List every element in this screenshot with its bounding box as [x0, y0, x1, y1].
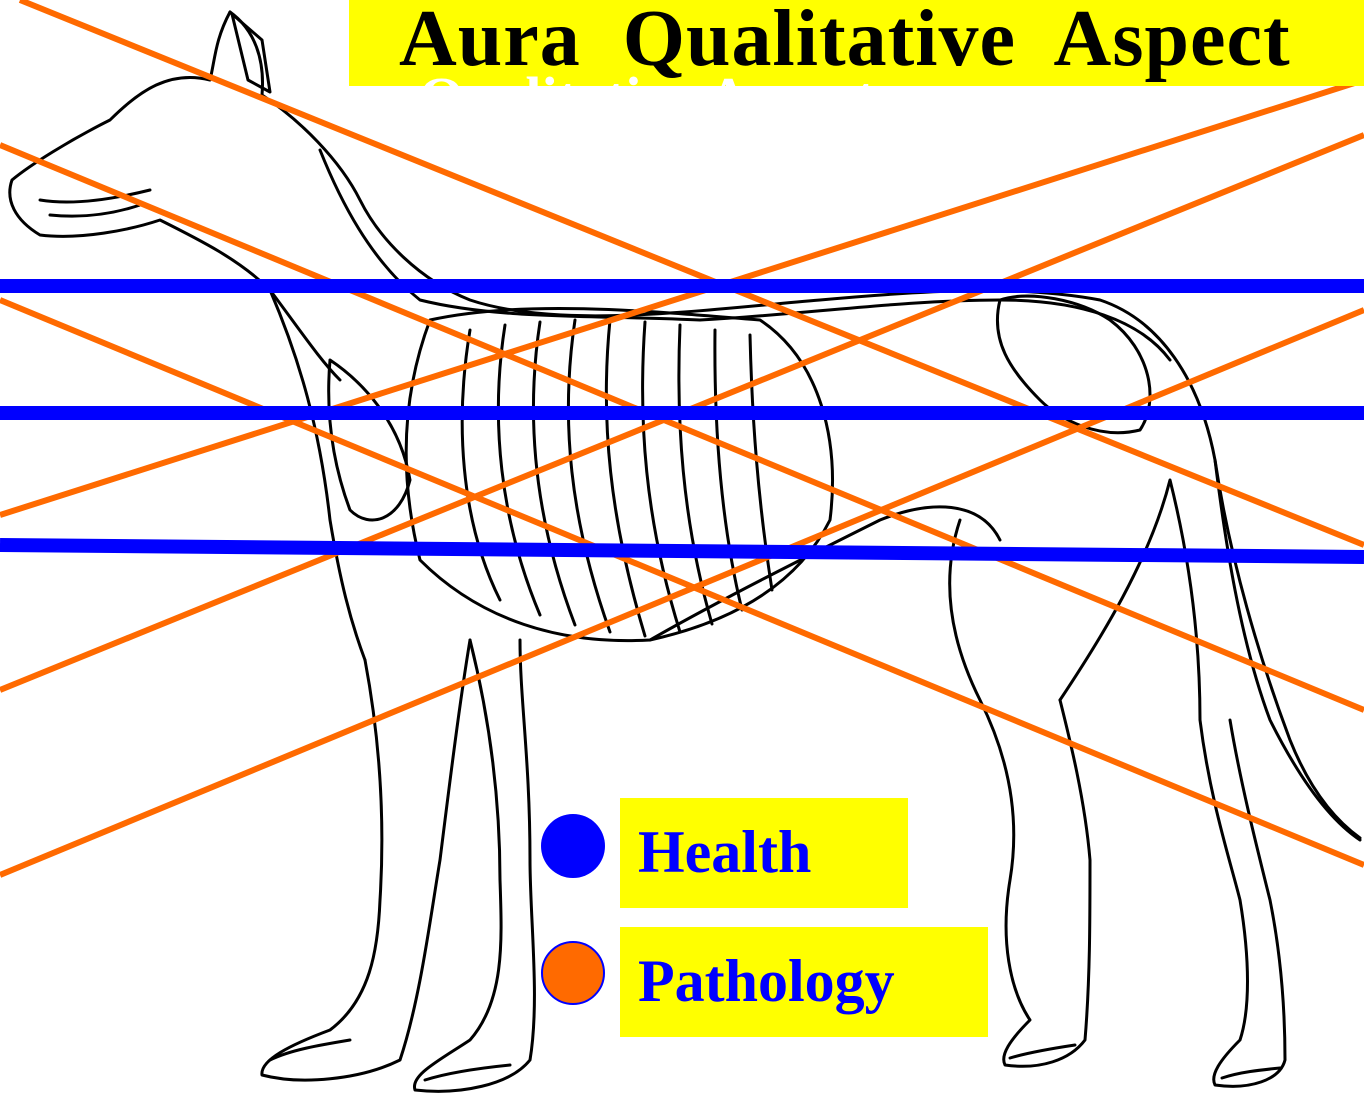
legend-pathology: Pathology	[620, 927, 988, 1037]
dog-front-leg-left	[262, 640, 470, 1080]
health-dot-icon	[541, 814, 605, 878]
legend-pathology-label: Pathology	[638, 947, 895, 1016]
health-line	[0, 545, 1364, 557]
pathology-line	[0, 300, 1364, 865]
pathology-line	[0, 145, 1364, 710]
dog-ribcage-outline	[406, 308, 832, 640]
dog-chest-outline	[270, 290, 365, 660]
page-title: Aura Qualitative Aspect	[399, 0, 1291, 85]
dog-ear-outline	[232, 14, 270, 92]
pathology-dot-icon	[541, 941, 605, 1005]
dog-ribs	[462, 320, 772, 636]
legend-health-label: Health	[638, 818, 811, 887]
pathology-line	[0, 310, 1364, 875]
dog-front-leg-right	[414, 640, 534, 1091]
legend-health: Health	[620, 798, 908, 908]
title-banner: Qualitative Aspect Aura Qualitative Aspe…	[349, 0, 1364, 86]
